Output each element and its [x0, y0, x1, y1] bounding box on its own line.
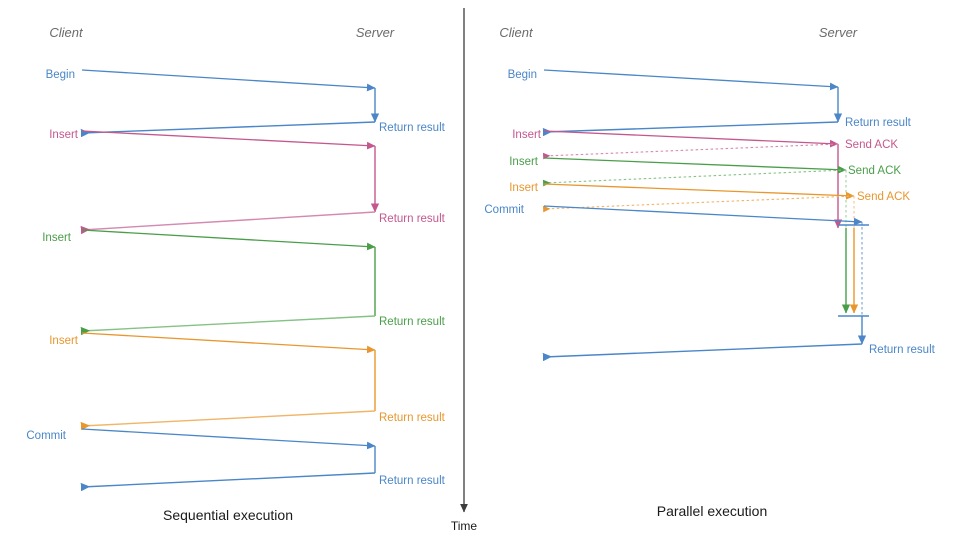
- message-arrow-par-begin: [543, 69, 839, 91]
- message-arrow-seq-insert2-return: [80, 315, 376, 336]
- message-label-seq-commit-return: Return result: [379, 475, 446, 487]
- message-lines-layer: [80, 8, 869, 513]
- message-arrow-seq-begin: [81, 69, 376, 92]
- lane-title-server: Server: [819, 25, 858, 40]
- message-arrow-par-insert1-ack: [542, 143, 839, 160]
- message-arrow-par-final-return: [542, 343, 863, 362]
- message-label-seq-insert2: Insert: [42, 232, 72, 244]
- time-axis-label: Time: [451, 519, 478, 533]
- message-arrow-par-insert3-ack: [542, 195, 855, 213]
- message-arrow-seq-commit: [81, 428, 376, 450]
- message-label-par-begin: Begin: [508, 69, 537, 81]
- message-label-seq-insert3: Insert: [49, 335, 79, 347]
- lane-title-client: Client: [499, 25, 534, 40]
- message-arrow-par-insert2-ack: [542, 169, 847, 187]
- message-label-seq-insert3-return: Return result: [379, 412, 446, 424]
- message-label-par-final-return: Return result: [869, 344, 936, 356]
- message-arrow-seq-insert3: [81, 332, 376, 354]
- message-arrow-seq-insert1: [81, 130, 376, 150]
- message-label-seq-begin-return: Return result: [379, 122, 446, 134]
- message-label-par-insert2: Insert: [509, 156, 539, 168]
- message-arrow-par-insert3: [543, 183, 855, 200]
- message-label-seq-commit: Commit: [26, 430, 66, 442]
- message-arrow-par-insert2: [543, 157, 847, 174]
- message-arrow-seq-begin-return: [80, 121, 376, 138]
- message-label-par-commit: Commit: [484, 204, 524, 216]
- message-label-par-insert3-ack: Send ACK: [857, 191, 910, 203]
- message-arrow-seq-insert2: [81, 229, 376, 251]
- message-label-par-insert3: Insert: [509, 182, 539, 194]
- lane-title-client: Client: [49, 25, 84, 40]
- message-label-seq-insert1: Insert: [49, 129, 79, 141]
- message-label-seq-insert1-return: Return result: [379, 213, 446, 225]
- message-arrow-seq-commit-return: [80, 472, 376, 492]
- panel-caption-parallel: Parallel execution: [657, 503, 768, 519]
- panel-caption-sequential: Sequential execution: [163, 507, 293, 523]
- message-arrow-par-insert1: [543, 130, 839, 148]
- message-label-par-begin-return: Return result: [845, 117, 912, 129]
- message-label-seq-insert2-return: Return result: [379, 316, 446, 328]
- message-label-seq-begin: Begin: [46, 69, 75, 81]
- message-label-par-insert2-ack: Send ACK: [848, 165, 901, 177]
- message-label-par-insert1-ack: Send ACK: [845, 139, 898, 151]
- message-arrow-par-begin-return: [542, 121, 839, 137]
- message-arrow-seq-insert3-return: [80, 410, 376, 431]
- message-arrow-seq-insert1-return: [80, 211, 376, 235]
- message-arrow-par-commit: [543, 205, 863, 226]
- message-label-par-insert1: Insert: [512, 129, 542, 141]
- lane-title-server: Server: [356, 25, 395, 40]
